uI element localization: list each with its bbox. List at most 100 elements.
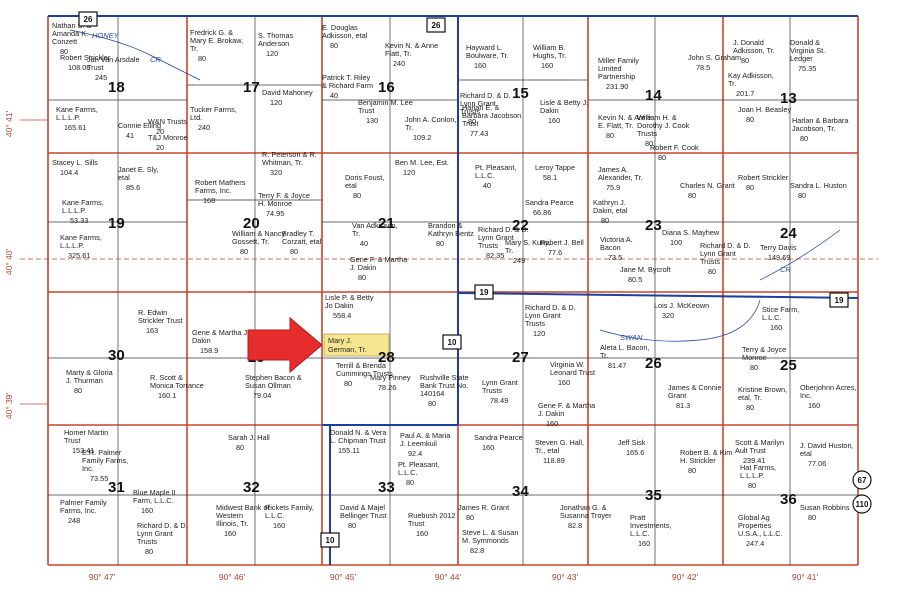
parcel[interactable]: William B.Hughs, Tr.160 <box>533 43 566 70</box>
parcel[interactable]: Kane Farms,L.L.L.P.325.61 <box>60 233 102 260</box>
parcel[interactable]: Hayward L.Boulware, Tr.160 <box>466 43 509 70</box>
parcel[interactable]: Oberjohnn Acres,Inc.160 <box>800 383 856 410</box>
parcel[interactable]: Hat Farms,L.L.L.P.80 <box>740 463 776 490</box>
parcel[interactable]: Van Adkisson,Tr.40 <box>352 221 398 248</box>
parcel[interactable]: Tucker Farms,Ltd.240 <box>190 105 237 132</box>
parcel[interactable]: John A. Conlon,Tr.109.2 <box>405 115 457 142</box>
parcel[interactable]: James A.Alexander, Tr.75.9 <box>598 165 643 192</box>
parcel[interactable]: Ben M. Lee, Est.120 <box>395 158 449 177</box>
parcel[interactable]: R. Peterson & R.Whitman, Tr.320 <box>262 150 317 177</box>
parcel[interactable]: Stice Farm,L.L.C.160 <box>762 305 799 332</box>
parcel[interactable]: Aleta L. Bacon,Tr.81.47 <box>600 343 650 370</box>
parcel[interactable]: Fredrick G. &Mary E. Brokaw,Tr.80 <box>190 28 243 63</box>
parcel[interactable]: Rickets Family,L.L.C.160 <box>265 503 314 530</box>
parcel[interactable]: Mary S. Kuny,Tr.249 <box>505 238 550 265</box>
parcel[interactable]: Pt. Pleasant,L.L.C.40 <box>475 163 516 190</box>
parcel[interactable]: Kristine Brown,etal, Tr.80 <box>738 385 787 412</box>
highlight-parcel[interactable]: Mary J.German, Tr. <box>323 333 390 357</box>
parcel[interactable]: Kay Adkisson,Tr.201.7 <box>728 71 774 98</box>
parcel[interactable]: Pt. Pleasant,L.L.C.80 <box>398 460 439 487</box>
parcel[interactable]: Kane Farms,L.L.L.P.165.61 <box>56 105 98 132</box>
parcel[interactable]: Kane Farms,L.L.L.P.53.33 <box>62 198 104 225</box>
